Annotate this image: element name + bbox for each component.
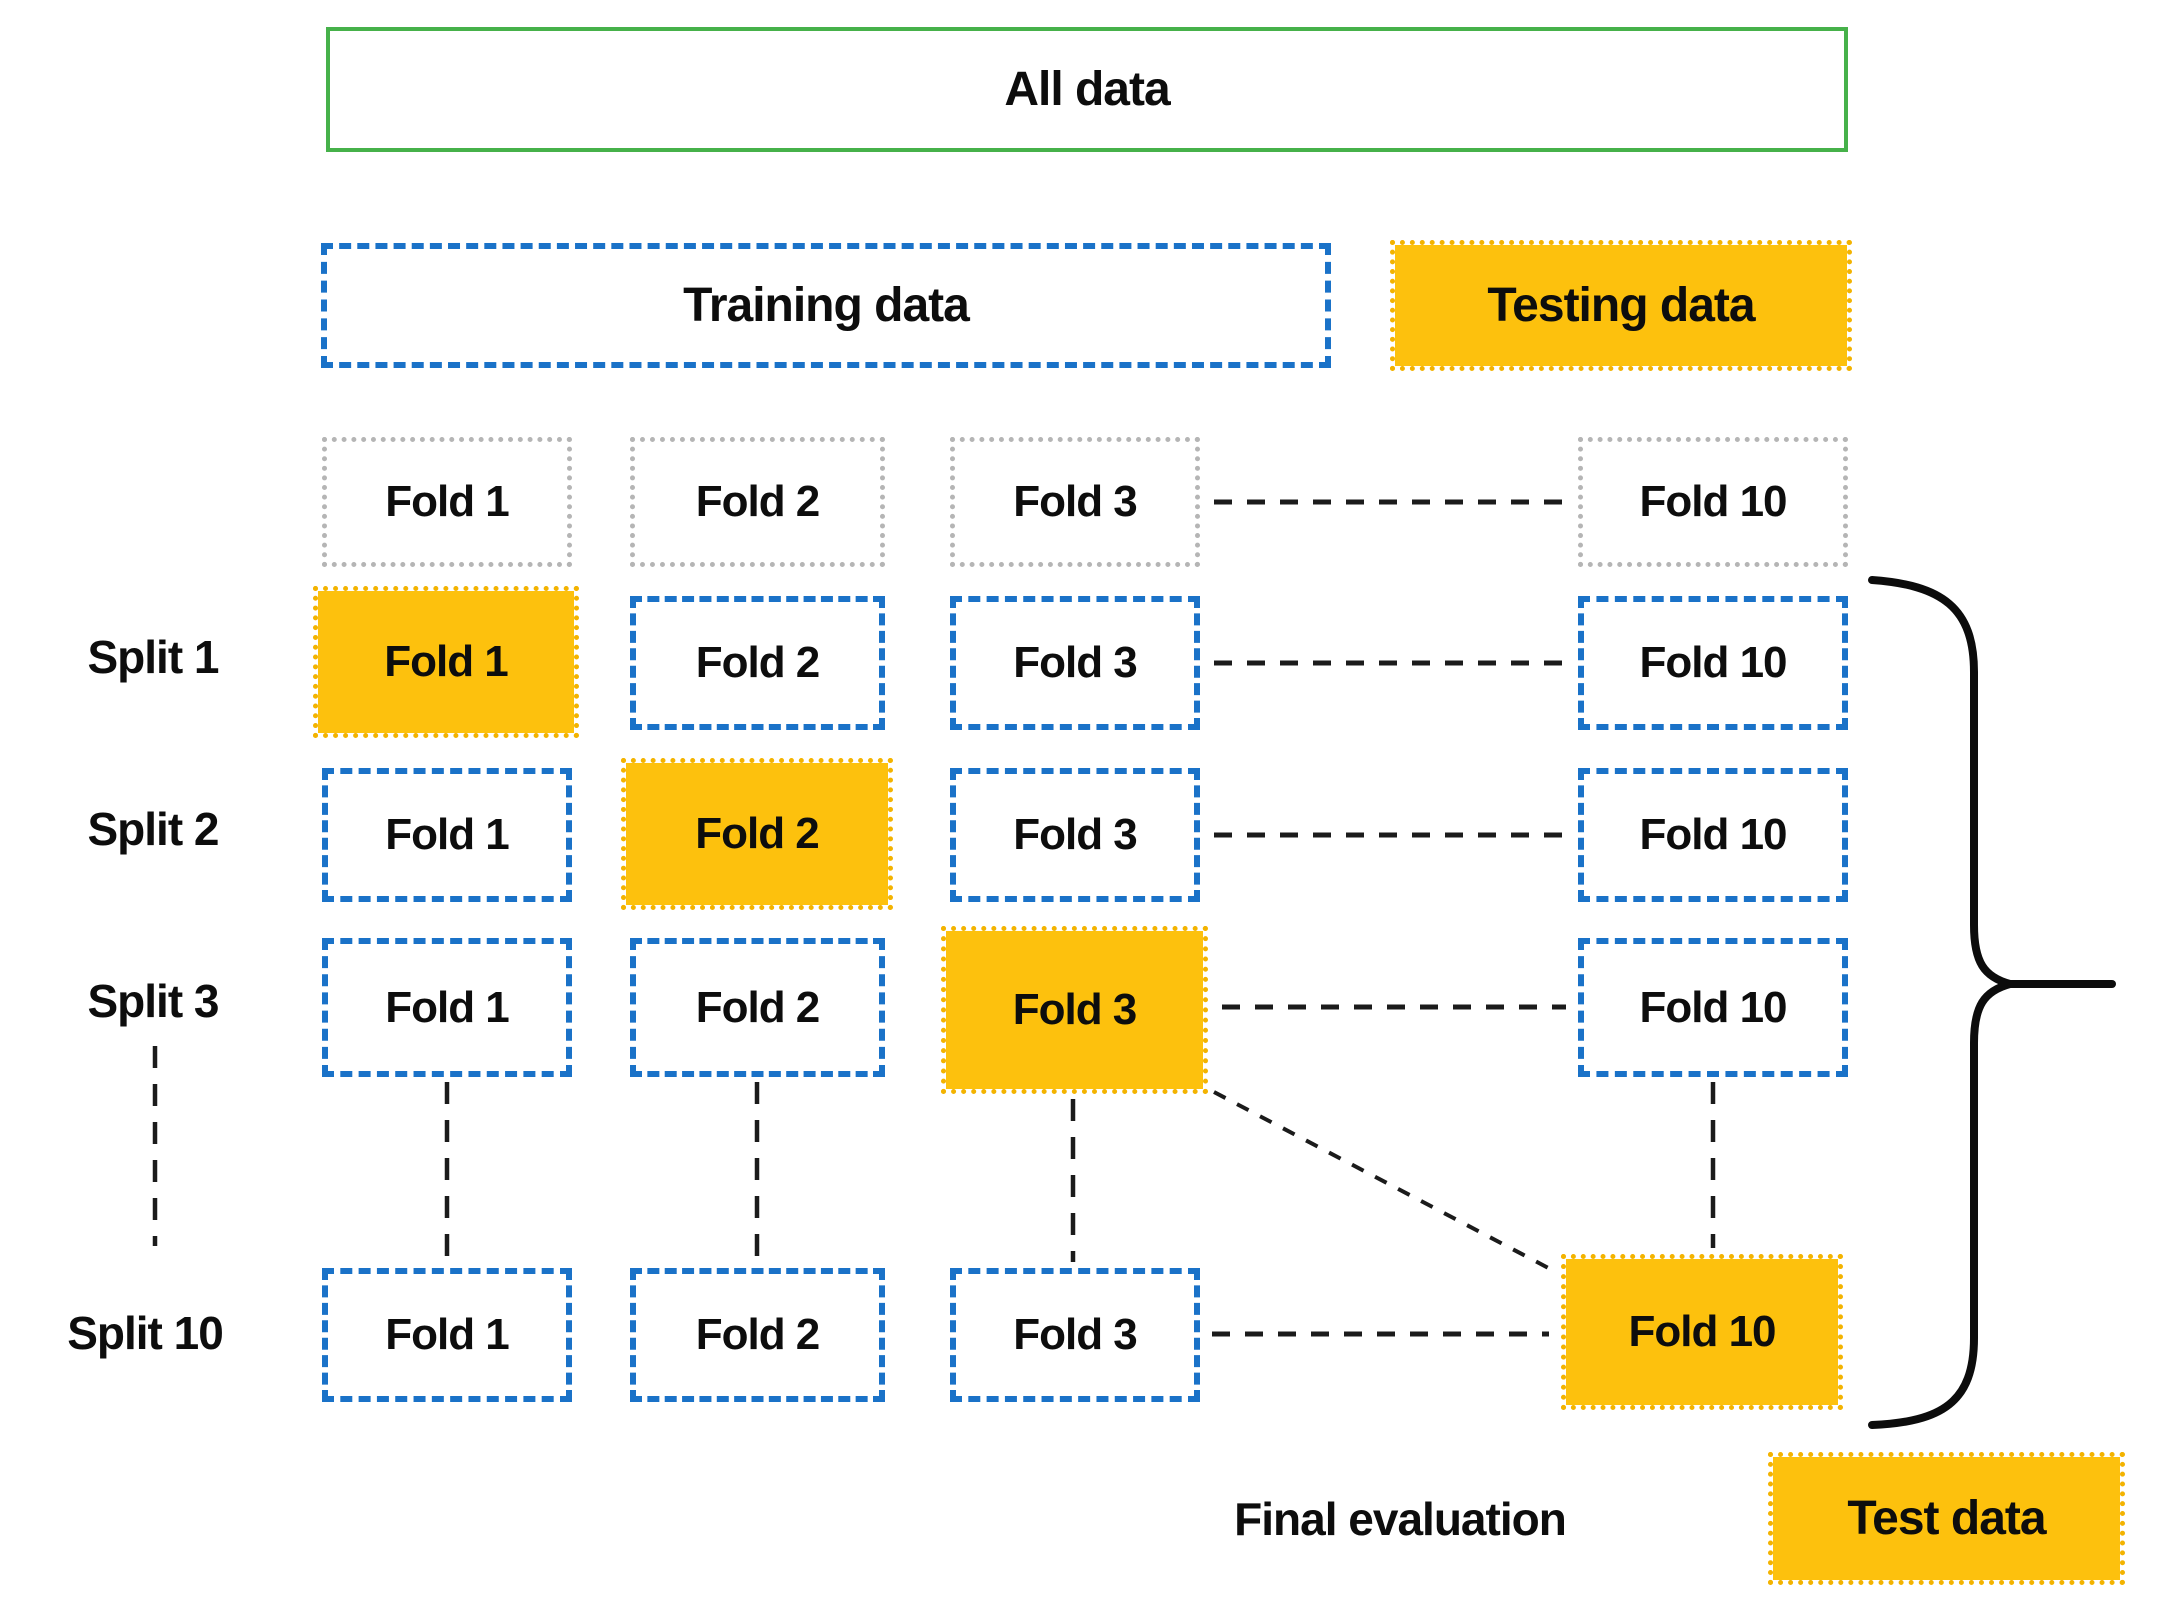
fold-label: Fold 3 (1013, 1310, 1138, 1359)
split-3-fold-10-box: Fold 10 (1578, 938, 1848, 1077)
split-2-fold-10-box: Fold 10 (1578, 768, 1848, 902)
fold-label: Fold 10 (1639, 982, 1787, 1032)
split-2-fold-1-box: Fold 1 (322, 768, 572, 902)
final-evaluation-label: Final evaluation (1234, 1493, 1567, 1545)
curly-brace (1868, 576, 2026, 1429)
split-10-fold-1-box: Fold 1 (322, 1268, 572, 1402)
header-fold-1-label: Fold 1 (385, 477, 510, 526)
split-1-fold-1-box-test: Fold 1 (313, 586, 579, 738)
header-fold-10-box: Fold 10 (1578, 437, 1848, 567)
header-fold-3-box: Fold 3 (950, 437, 1200, 567)
fold-label: Fold 1 (385, 1310, 510, 1359)
test-data-box: Test data (1768, 1452, 2125, 1585)
connector-diagonal-fold3-fold10 (1213, 1090, 1557, 1274)
split-2-fold-2-box-test: Fold 2 (621, 758, 893, 910)
fold-label: Fold 2 (695, 809, 820, 858)
fold-label: Fold 10 (1639, 638, 1787, 687)
fold-label: Fold 1 (385, 810, 510, 859)
split-1-fold-2-box: Fold 2 (630, 596, 885, 730)
split-3-label: Split 3 (87, 975, 219, 1027)
test-data-label: Test data (1847, 1492, 2046, 1545)
split-2-fold-3-box: Fold 3 (950, 768, 1200, 902)
split-10-fold-2-box: Fold 2 (630, 1268, 885, 1402)
split-1-label: Split 1 (87, 631, 219, 683)
split-3-fold-1-box: Fold 1 (322, 938, 572, 1077)
fold-label: Fold 10 (1628, 1307, 1776, 1356)
fold-label: Fold 10 (1639, 810, 1787, 859)
all-data-box: All data (326, 27, 1848, 152)
fold-label: Fold 2 (695, 982, 821, 1032)
split-1-fold-3-box: Fold 3 (950, 596, 1200, 730)
split-3-fold-3-box-test: Fold 3 (941, 926, 1208, 1094)
fold-label: Fold 1 (384, 637, 509, 686)
split-1-fold-10-box: Fold 10 (1578, 596, 1848, 730)
fold-label: Fold 3 (1013, 810, 1138, 859)
training-data-label: Training data (683, 279, 970, 332)
header-fold-1-box: Fold 1 (322, 437, 572, 567)
testing-data-box: Testing data (1390, 240, 1852, 371)
split-2-label: Split 2 (87, 803, 219, 855)
header-fold-10-label: Fold 10 (1639, 477, 1787, 526)
fold-label: Fold 2 (695, 638, 821, 687)
testing-data-label: Testing data (1487, 279, 1755, 332)
fold-label: Fold 3 (1012, 985, 1138, 1034)
header-fold-3-label: Fold 3 (1013, 477, 1138, 526)
split-10-label: Split 10 (67, 1307, 224, 1359)
training-data-box: Training data (321, 243, 1331, 368)
header-fold-2-label: Fold 2 (695, 477, 821, 526)
all-data-label: All data (1004, 63, 1170, 116)
split-3-fold-2-box: Fold 2 (630, 938, 885, 1077)
split-10-fold-10-box-test: Fold 10 (1561, 1254, 1843, 1410)
split-10-fold-3-box: Fold 3 (950, 1268, 1200, 1402)
fold-label: Fold 2 (695, 1310, 821, 1359)
fold-label: Fold 1 (385, 982, 510, 1032)
fold-label: Fold 3 (1013, 638, 1138, 687)
header-fold-2-box: Fold 2 (630, 437, 885, 567)
